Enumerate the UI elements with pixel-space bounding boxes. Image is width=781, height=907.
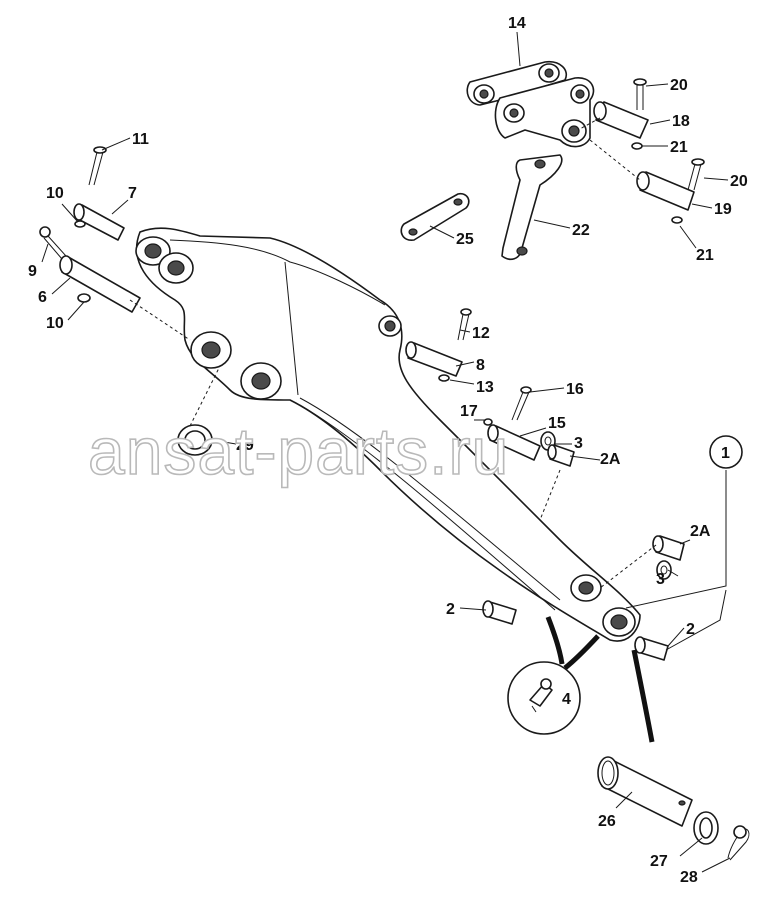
detail-lead-heavy bbox=[631, 649, 655, 743]
label-21-lower: 21 bbox=[696, 247, 714, 264]
pin-15 bbox=[487, 424, 541, 461]
pin-26 bbox=[597, 756, 693, 827]
label-17: 17 bbox=[460, 403, 478, 420]
clip-28 bbox=[727, 825, 750, 861]
label-14: 14 bbox=[508, 15, 526, 32]
label-2-left: 2 bbox=[446, 601, 455, 618]
label-28: 28 bbox=[680, 869, 698, 886]
plate-25 bbox=[400, 192, 470, 241]
boom-arm bbox=[135, 227, 641, 642]
label-3-lower: 3 bbox=[656, 571, 665, 588]
label-2A-upper: 2A bbox=[600, 451, 621, 468]
label-20-upper: 20 bbox=[670, 77, 688, 94]
leader-lines bbox=[41, 31, 731, 873]
pin-19 bbox=[636, 171, 695, 211]
link-22 bbox=[501, 154, 563, 261]
callout-circle-1 bbox=[709, 435, 743, 469]
label-2A-lower: 2A bbox=[690, 523, 711, 540]
nut-10-lower bbox=[77, 293, 91, 303]
label-12: 12 bbox=[472, 325, 490, 342]
label-22: 22 bbox=[572, 222, 590, 239]
label-10-lower: 10 bbox=[46, 315, 64, 332]
label-8: 8 bbox=[476, 357, 485, 374]
grease-nipple-detail bbox=[507, 616, 600, 735]
bushing-3-lower bbox=[656, 560, 672, 580]
watermark: ansat-parts.ru bbox=[88, 414, 509, 488]
label-11: 11 bbox=[132, 131, 149, 148]
pin-7 bbox=[73, 203, 125, 241]
bushing-2A-lower bbox=[652, 535, 685, 561]
label-15: 15 bbox=[548, 415, 566, 432]
nut-21-lower bbox=[671, 216, 683, 224]
bolt-20-upper bbox=[633, 78, 647, 110]
label-4: 4 bbox=[562, 691, 571, 708]
bushing-2-right bbox=[634, 636, 669, 661]
nut-21-upper bbox=[631, 142, 643, 150]
part-labels: 14 20 18 21 20 19 21 22 25 11 10 7 9 6 1… bbox=[28, 15, 748, 886]
label-26: 26 bbox=[598, 813, 616, 830]
pin-18 bbox=[593, 101, 649, 139]
bolt-16 bbox=[511, 386, 532, 421]
label-2-right: 2 bbox=[686, 621, 695, 638]
pin-6 bbox=[59, 255, 141, 313]
label-1: 1 bbox=[721, 445, 730, 462]
label-18: 18 bbox=[672, 113, 690, 130]
bolt-12 bbox=[457, 308, 472, 341]
bolt-9 bbox=[39, 226, 67, 260]
label-16: 16 bbox=[566, 381, 584, 398]
nut-10-upper bbox=[74, 220, 86, 228]
nut-13 bbox=[438, 374, 450, 382]
label-13: 13 bbox=[476, 379, 494, 396]
label-20-lower: 20 bbox=[730, 173, 748, 190]
bushing-2-left bbox=[482, 600, 517, 625]
bolt-20-lower bbox=[687, 158, 705, 191]
washer-27 bbox=[693, 811, 719, 845]
label-25: 25 bbox=[456, 231, 474, 248]
label-9: 9 bbox=[28, 263, 37, 280]
label-19: 19 bbox=[714, 201, 732, 218]
label-10-upper: 10 bbox=[46, 185, 64, 202]
bolt-11 bbox=[88, 146, 107, 186]
label-27: 27 bbox=[650, 853, 668, 870]
label-3-upper: 3 bbox=[574, 435, 583, 452]
label-21-upper: 21 bbox=[670, 139, 688, 156]
washer-29 bbox=[177, 424, 213, 456]
label-29: 29 bbox=[236, 437, 254, 454]
link-bracket-14 bbox=[466, 60, 595, 148]
label-7: 7 bbox=[128, 185, 137, 202]
pin-8 bbox=[405, 341, 463, 377]
bushing-2A-upper bbox=[547, 444, 575, 467]
label-6: 6 bbox=[38, 289, 47, 306]
